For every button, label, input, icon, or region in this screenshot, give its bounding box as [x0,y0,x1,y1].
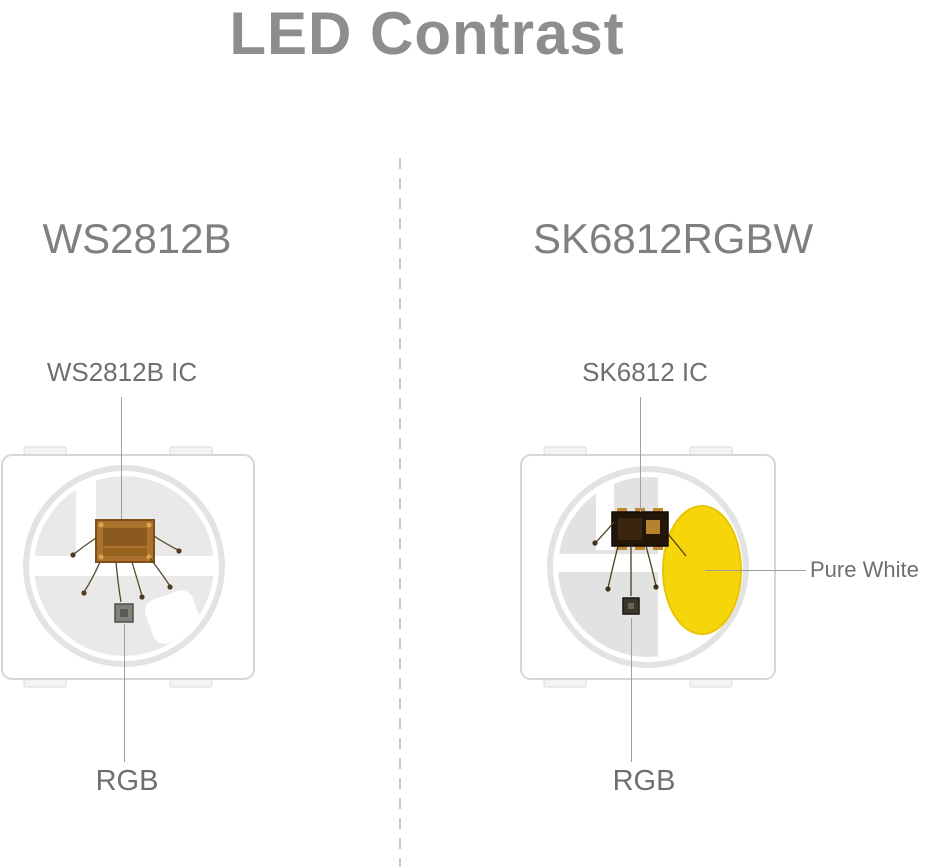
center-divider [399,158,401,867]
bond-wires [595,521,687,596]
left-heading: WS2812B [42,215,232,262]
left-rgb-leader-line [124,624,125,762]
right-ic-leader-line [640,397,641,512]
ws2812b-led-graphic [1,446,255,688]
bond-wires [73,535,179,603]
right-heading: SK6812RGBW [533,215,814,262]
rgb-die [622,597,640,615]
left-ic-label: WS2812B IC [46,357,198,387]
wire-pads [70,548,182,600]
right-rgb-label: RGB [612,765,676,797]
sk6812-led-graphic [520,446,776,688]
sk6812-ic-chip [611,508,669,550]
rgb-die [114,603,134,623]
wire-pads [592,540,659,592]
ws2812b-ic-chip [95,519,155,563]
page-title: LED Contrast [229,0,625,67]
left-rgb-label: RGB [95,765,159,797]
left-ic-leader-line [121,397,122,519]
pure-white-leader-line [705,570,806,571]
right-ic-label: SK6812 IC [582,357,708,387]
right-rgb-leader-line [631,618,632,762]
pure-white-label: Pure White [810,557,919,582]
